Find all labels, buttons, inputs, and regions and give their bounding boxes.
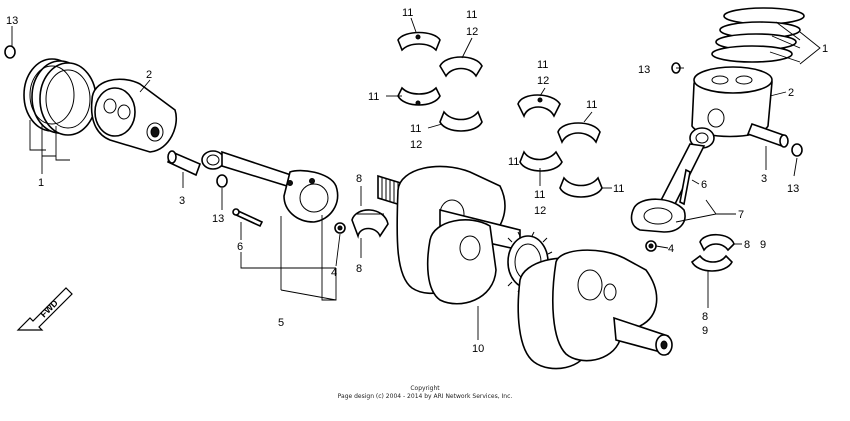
- callout-13-left[interactable]: 13: [6, 15, 18, 27]
- callout-11-f[interactable]: 11: [586, 99, 597, 111]
- crankshaft[interactable]: [377, 165, 673, 370]
- piston-left[interactable]: [90, 78, 177, 153]
- piston-pin-clip-left[interactable]: [4, 45, 16, 59]
- main-bearing-f[interactable]: [557, 122, 601, 144]
- fwd-arrow: FWD: [16, 287, 73, 331]
- leader-lines: [11, 17, 821, 340]
- piston-pin-right[interactable]: [746, 122, 789, 148]
- piston-ring-set-right[interactable]: [711, 7, 805, 63]
- piston-pin-left[interactable]: [166, 150, 202, 177]
- main-bearing-h[interactable]: [559, 176, 603, 198]
- callout-11-e[interactable]: 11: [537, 59, 548, 71]
- callout-11-c[interactable]: 11: [368, 91, 379, 103]
- main-bearing-a[interactable]: [397, 31, 441, 52]
- rod-bearing-right-lower[interactable]: [690, 254, 733, 272]
- callout-2-left[interactable]: 2: [146, 69, 152, 81]
- callout-labels: 13 2 1 3 13 6 4 5 8 8 11 11 12 11 11 12 …: [6, 7, 828, 355]
- copyright-notice: Copyright Page design (c) 2004 - 2014 by…: [338, 385, 513, 400]
- callout-5[interactable]: 5: [278, 317, 284, 329]
- main-bearing-e[interactable]: [517, 94, 561, 119]
- callout-4-right[interactable]: 4: [668, 243, 674, 255]
- rod-bolt-left[interactable]: [232, 208, 264, 228]
- callout-1-left[interactable]: 1: [38, 177, 44, 189]
- callout-11-g[interactable]: 11: [508, 156, 519, 168]
- callout-9-right-bottom[interactable]: 9: [702, 325, 708, 337]
- main-bearing-b[interactable]: [439, 56, 483, 78]
- rod-bearing-right-upper[interactable]: [699, 233, 735, 252]
- callout-11-d[interactable]: 11: [410, 123, 421, 135]
- callout-11-b[interactable]: 11: [466, 9, 477, 21]
- callout-13-left-2[interactable]: 13: [212, 213, 224, 225]
- callout-8-right-top[interactable]: 8: [744, 239, 750, 251]
- callout-6-right[interactable]: 6: [701, 179, 707, 191]
- callout-3-right[interactable]: 3: [761, 173, 767, 185]
- piston-pin-clip-left-2[interactable]: [216, 174, 228, 188]
- callout-13-right-top[interactable]: 13: [638, 64, 650, 76]
- callout-8-right-bottom[interactable]: 8: [702, 311, 708, 323]
- main-bearing-d[interactable]: [439, 110, 483, 132]
- callout-12-d[interactable]: 12: [534, 205, 546, 217]
- callout-4-left[interactable]: 4: [331, 267, 337, 279]
- rod-nut-left[interactable]: [334, 222, 346, 234]
- callout-13-right[interactable]: 13: [787, 183, 799, 195]
- piston-right[interactable]: [691, 66, 773, 138]
- callout-6-left[interactable]: 6: [237, 241, 243, 253]
- rod-bearing-left[interactable]: [351, 209, 389, 239]
- callout-12-a[interactable]: 12: [466, 26, 478, 38]
- callout-11-h[interactable]: 11: [534, 189, 545, 201]
- copyright-line-2: Page design (c) 2004 - 2014 by ARI Netwo…: [338, 393, 513, 400]
- callout-11-a[interactable]: 11: [402, 7, 413, 19]
- callout-2-right[interactable]: 2: [788, 87, 794, 99]
- callout-7[interactable]: 7: [738, 209, 744, 221]
- connecting-rod-right[interactable]: [630, 127, 715, 233]
- callout-8-left-top[interactable]: 8: [356, 173, 362, 185]
- piston-pin-clip-right[interactable]: [791, 143, 803, 157]
- callout-10[interactable]: 10: [472, 343, 484, 355]
- callout-11-i[interactable]: 11: [613, 183, 624, 195]
- callout-12-c[interactable]: 12: [537, 75, 549, 87]
- main-bearing-g[interactable]: [519, 150, 563, 172]
- connecting-rod-left[interactable]: [201, 150, 339, 223]
- callout-9-right-top[interactable]: 9: [760, 239, 766, 251]
- piston-ring-set-left[interactable]: [23, 58, 97, 136]
- rod-nut-right[interactable]: [645, 240, 657, 252]
- copyright-line-1: Copyright: [410, 385, 440, 392]
- rod-bolt-right[interactable]: [679, 168, 691, 206]
- main-bearing-c[interactable]: [397, 86, 441, 106]
- callout-3-left[interactable]: 3: [179, 195, 185, 207]
- callout-12-b[interactable]: 12: [410, 139, 422, 151]
- callout-8-left-bottom[interactable]: 8: [356, 263, 362, 275]
- callout-1-right[interactable]: 1: [822, 43, 828, 55]
